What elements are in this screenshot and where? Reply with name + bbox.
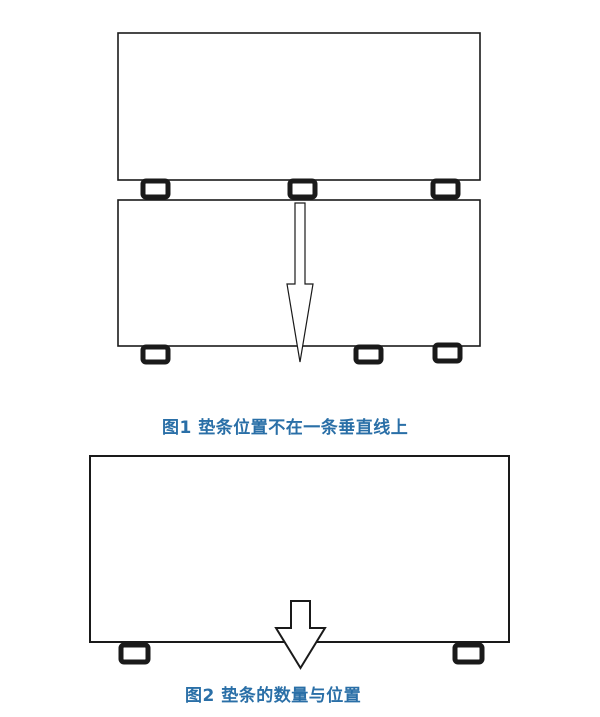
figure-2 bbox=[89, 455, 510, 670]
spacer-pad bbox=[430, 178, 461, 200]
spacer-pad bbox=[452, 642, 485, 665]
figure-1 bbox=[117, 32, 481, 365]
spacer-pad bbox=[353, 344, 384, 365]
down-arrow bbox=[286, 202, 314, 363]
spacer-pad bbox=[118, 642, 151, 665]
upper-board bbox=[117, 32, 481, 181]
spacer-pad bbox=[140, 344, 171, 365]
figure-1-caption: 图1 垫条位置不在一条垂直线上 bbox=[162, 418, 409, 438]
spacer-pad bbox=[287, 178, 318, 200]
figure-2-caption: 图2 垫条的数量与位置 bbox=[185, 686, 362, 706]
spacer-pad bbox=[140, 178, 171, 200]
spacer-pad bbox=[432, 342, 463, 364]
down-arrow bbox=[274, 600, 327, 670]
